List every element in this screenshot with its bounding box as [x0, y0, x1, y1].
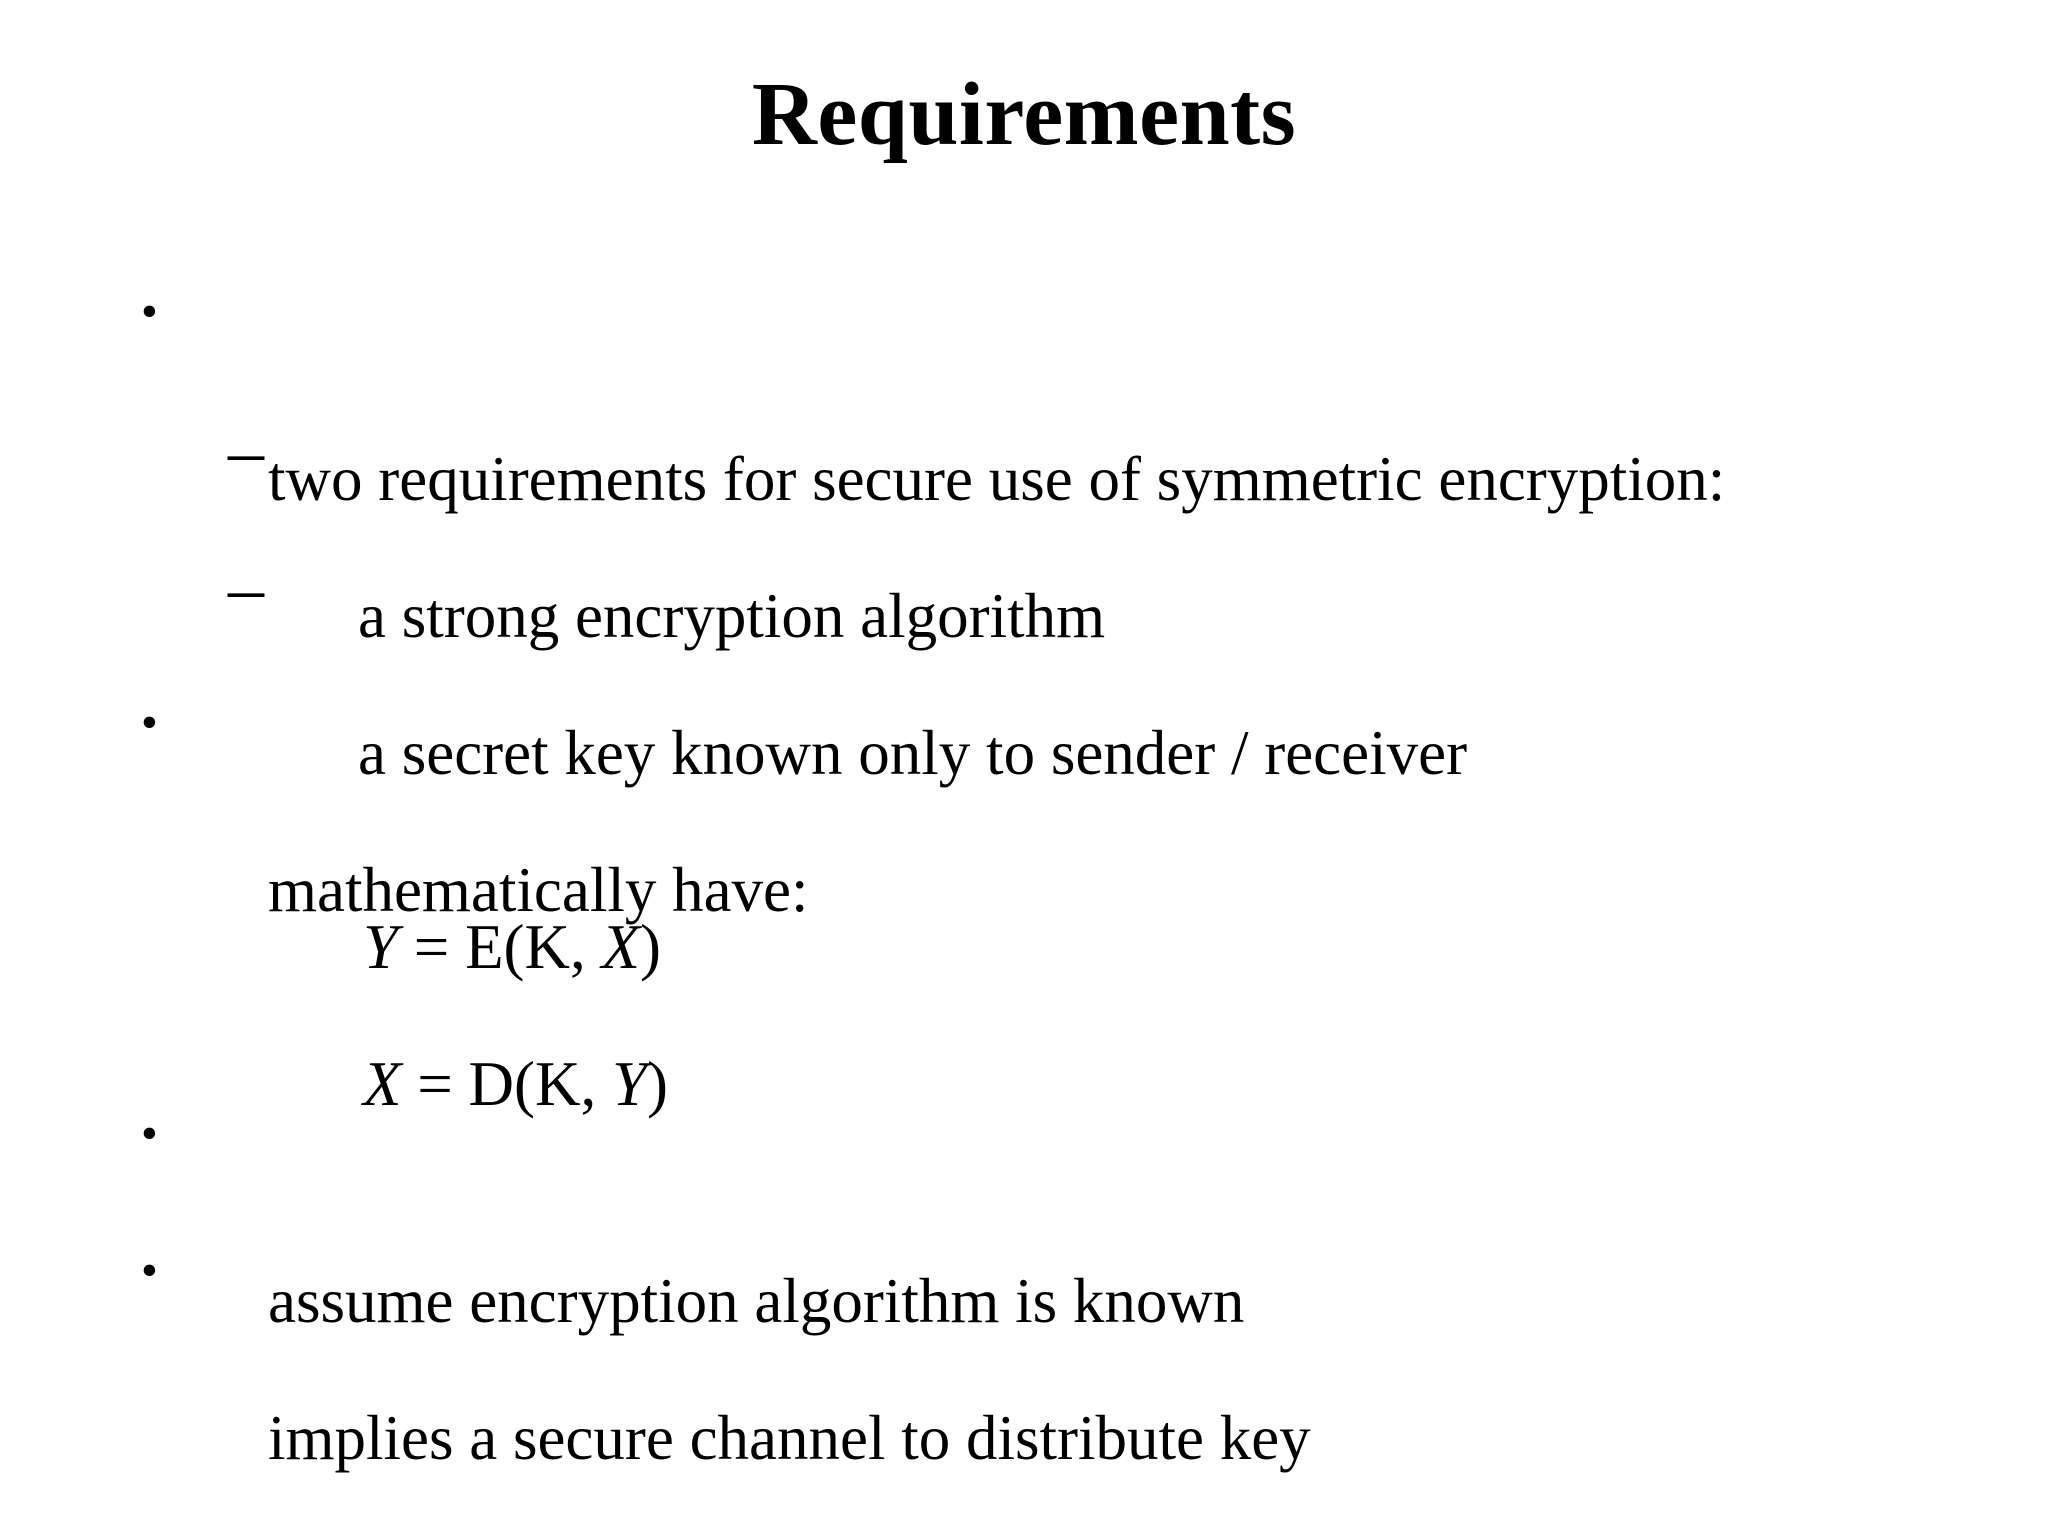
equation-close-paren: ): [640, 912, 662, 982]
bullet-dot-icon: •: [141, 1244, 158, 1297]
bullet-item: • two requirements for secure use of sym…: [141, 279, 1726, 599]
equation-variable: X: [363, 1049, 402, 1119]
equation-body: = D(K,: [401, 1049, 612, 1119]
equation-variable: X: [601, 912, 641, 982]
bullet-item: • implies a secure channel to distribute…: [141, 1238, 1311, 1536]
sub-bullet-item: – a secret key known only to sender / re…: [228, 548, 1468, 873]
sub-bullet-text: a secret key known only to sender / rece…: [358, 718, 1468, 788]
bullet-text: assume encryption algorithm is known: [268, 1266, 1245, 1336]
equation-variable: Y: [612, 1049, 648, 1119]
equation-variable: Y: [363, 912, 399, 982]
bullet-text: mathematically have:: [268, 855, 809, 925]
equation-close-paren: ): [647, 1049, 669, 1119]
equation-body: = E(K,: [398, 912, 602, 982]
slide-title: Requirements: [751, 65, 1297, 164]
bullet-dot-icon: •: [141, 696, 158, 749]
bullet-item: • mathematically have:: [141, 690, 809, 1010]
dash-marker-icon: –: [228, 411, 264, 491]
bullet-item: • assume encryption algorithm is known: [141, 1101, 1245, 1421]
dash-marker-icon: –: [228, 548, 264, 628]
sub-bullet-text: a strong encryption algorithm: [358, 581, 1106, 651]
bullet-text: two requirements for secure use of symme…: [268, 444, 1726, 514]
equation-line: X = D(K, Y): [300, 964, 668, 1204]
equation-line: Y = E(K, X): [300, 827, 661, 1067]
bullet-dot-icon: •: [141, 1107, 158, 1160]
sub-bullet-item: – a strong encryption algorithm: [228, 411, 1106, 736]
bullet-text: implies a secure channel to distribute k…: [268, 1403, 1311, 1473]
bullet-dot-icon: •: [141, 285, 158, 338]
